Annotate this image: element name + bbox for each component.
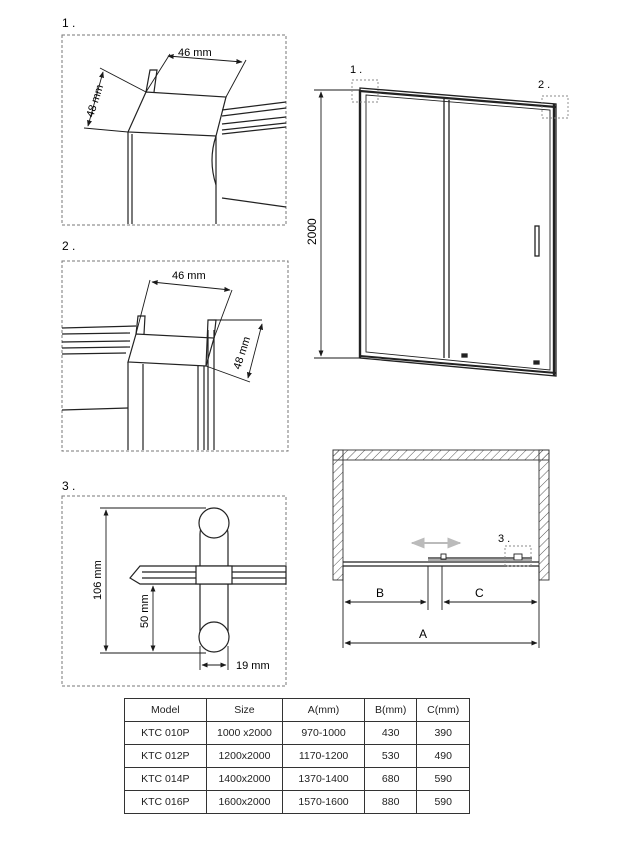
detail-1-depth-dimension: 48 mm [84, 83, 106, 119]
table-row: KTC 016P 1600x2000 1570-1600 880 590 [124, 790, 470, 814]
detail-2-width-dimension: 46 mm [172, 270, 206, 282]
plan-view-callout-3: 3 . [498, 533, 510, 545]
detail-2-depth-dimension: 48 mm [231, 335, 253, 371]
detail-1: 1 . 46 mm 48 mm [61, 16, 287, 226]
plan-view-dimensions [342, 566, 540, 648]
detail-2-dimensions [135, 279, 264, 383]
table-cell-a: 1370-1400 [282, 767, 365, 791]
table-cell-b: 530 [363, 744, 418, 768]
table-cell-model: KTC 014P [124, 767, 207, 791]
table-cell-size: 1200x2000 [205, 744, 284, 768]
table-cell-a: 1170-1200 [282, 744, 365, 768]
detail-3-width-dimension: 19 mm [236, 660, 270, 672]
detail-1-label: 1 . [62, 16, 75, 30]
table-cell-size: 1600x2000 [205, 790, 284, 814]
table-header-model: Model [124, 698, 207, 722]
table-cell-model: KTC 010P [124, 721, 207, 745]
table-cell-c: 490 [416, 744, 470, 768]
detail-1-dimensions [83, 53, 247, 133]
detail-3-height-dimension: 106 mm [92, 560, 104, 600]
plan-view-callout-3-box [504, 545, 532, 567]
detail-3-dimensions [100, 507, 229, 670]
front-view-height-dimension [314, 89, 360, 359]
detail-3: 3 . 106 mm 50 mm 19 mm [61, 479, 287, 687]
table-cell-model: KTC 012P [124, 744, 207, 768]
detail-3-label: 3 . [62, 479, 75, 493]
detail-1-width-dimension: 46 mm [178, 47, 212, 59]
table-cell-b: 880 [363, 790, 418, 814]
front-view-callout-2: 2 . [538, 79, 550, 91]
detail-1-frame [61, 34, 287, 226]
plan-view-door-track [343, 553, 539, 567]
detail-1-profile [127, 69, 287, 224]
model-size-table: Model Size A(mm) B(mm) C(mm) KTC 010P 10… [124, 698, 470, 814]
table-header-row: Model Size A(mm) B(mm) C(mm) [124, 698, 470, 722]
table-cell-b: 430 [363, 721, 418, 745]
table-row: KTC 010P 1000 x2000 970-1000 430 390 [124, 721, 470, 745]
detail-2: 2 . 46 mm 48 mm [61, 239, 289, 452]
front-view-callout-1: 1 . [350, 64, 362, 76]
front-view-callout-2-box [541, 95, 569, 119]
table-header-size: Size [205, 698, 284, 722]
table-cell-b: 680 [363, 767, 418, 791]
plan-view-walls [332, 449, 550, 581]
table-cell-model: KTC 016P [124, 790, 207, 814]
table-row: KTC 014P 1400x2000 1370-1400 680 590 [124, 767, 470, 791]
table-cell-c: 590 [416, 790, 470, 814]
detail-2-label: 2 . [62, 239, 75, 253]
table-header-c: C(mm) [416, 698, 470, 722]
shower-door-elevation [358, 87, 557, 377]
front-view-callout-1-box [351, 79, 379, 103]
detail-3-offset-dimension: 50 mm [139, 594, 151, 628]
plan-view-label-c: C [475, 586, 484, 600]
front-view: 2000 1 . 2 . [305, 64, 569, 377]
detail-2-profile [61, 315, 217, 450]
table-row: KTC 012P 1200x2000 1170-1200 530 490 [124, 744, 470, 768]
plan-view: 3 . B C A [332, 449, 550, 648]
table-header-b: B(mm) [363, 698, 418, 722]
table-cell-a: 1570-1600 [282, 790, 365, 814]
detail-2-frame [61, 260, 289, 452]
front-view-height-label: 2000 [305, 218, 319, 245]
table-cell-a: 970-1000 [282, 721, 365, 745]
plan-view-label-a: A [419, 627, 427, 641]
detail-3-handle [129, 507, 287, 653]
detail-3-frame [61, 495, 287, 687]
table-header-a: A(mm) [282, 698, 365, 722]
table-cell-size: 1000 x2000 [205, 721, 284, 745]
table-cell-c: 590 [416, 767, 470, 791]
plan-view-label-b: B [376, 586, 384, 600]
table-cell-size: 1400x2000 [205, 767, 284, 791]
table-cell-c: 390 [416, 721, 470, 745]
